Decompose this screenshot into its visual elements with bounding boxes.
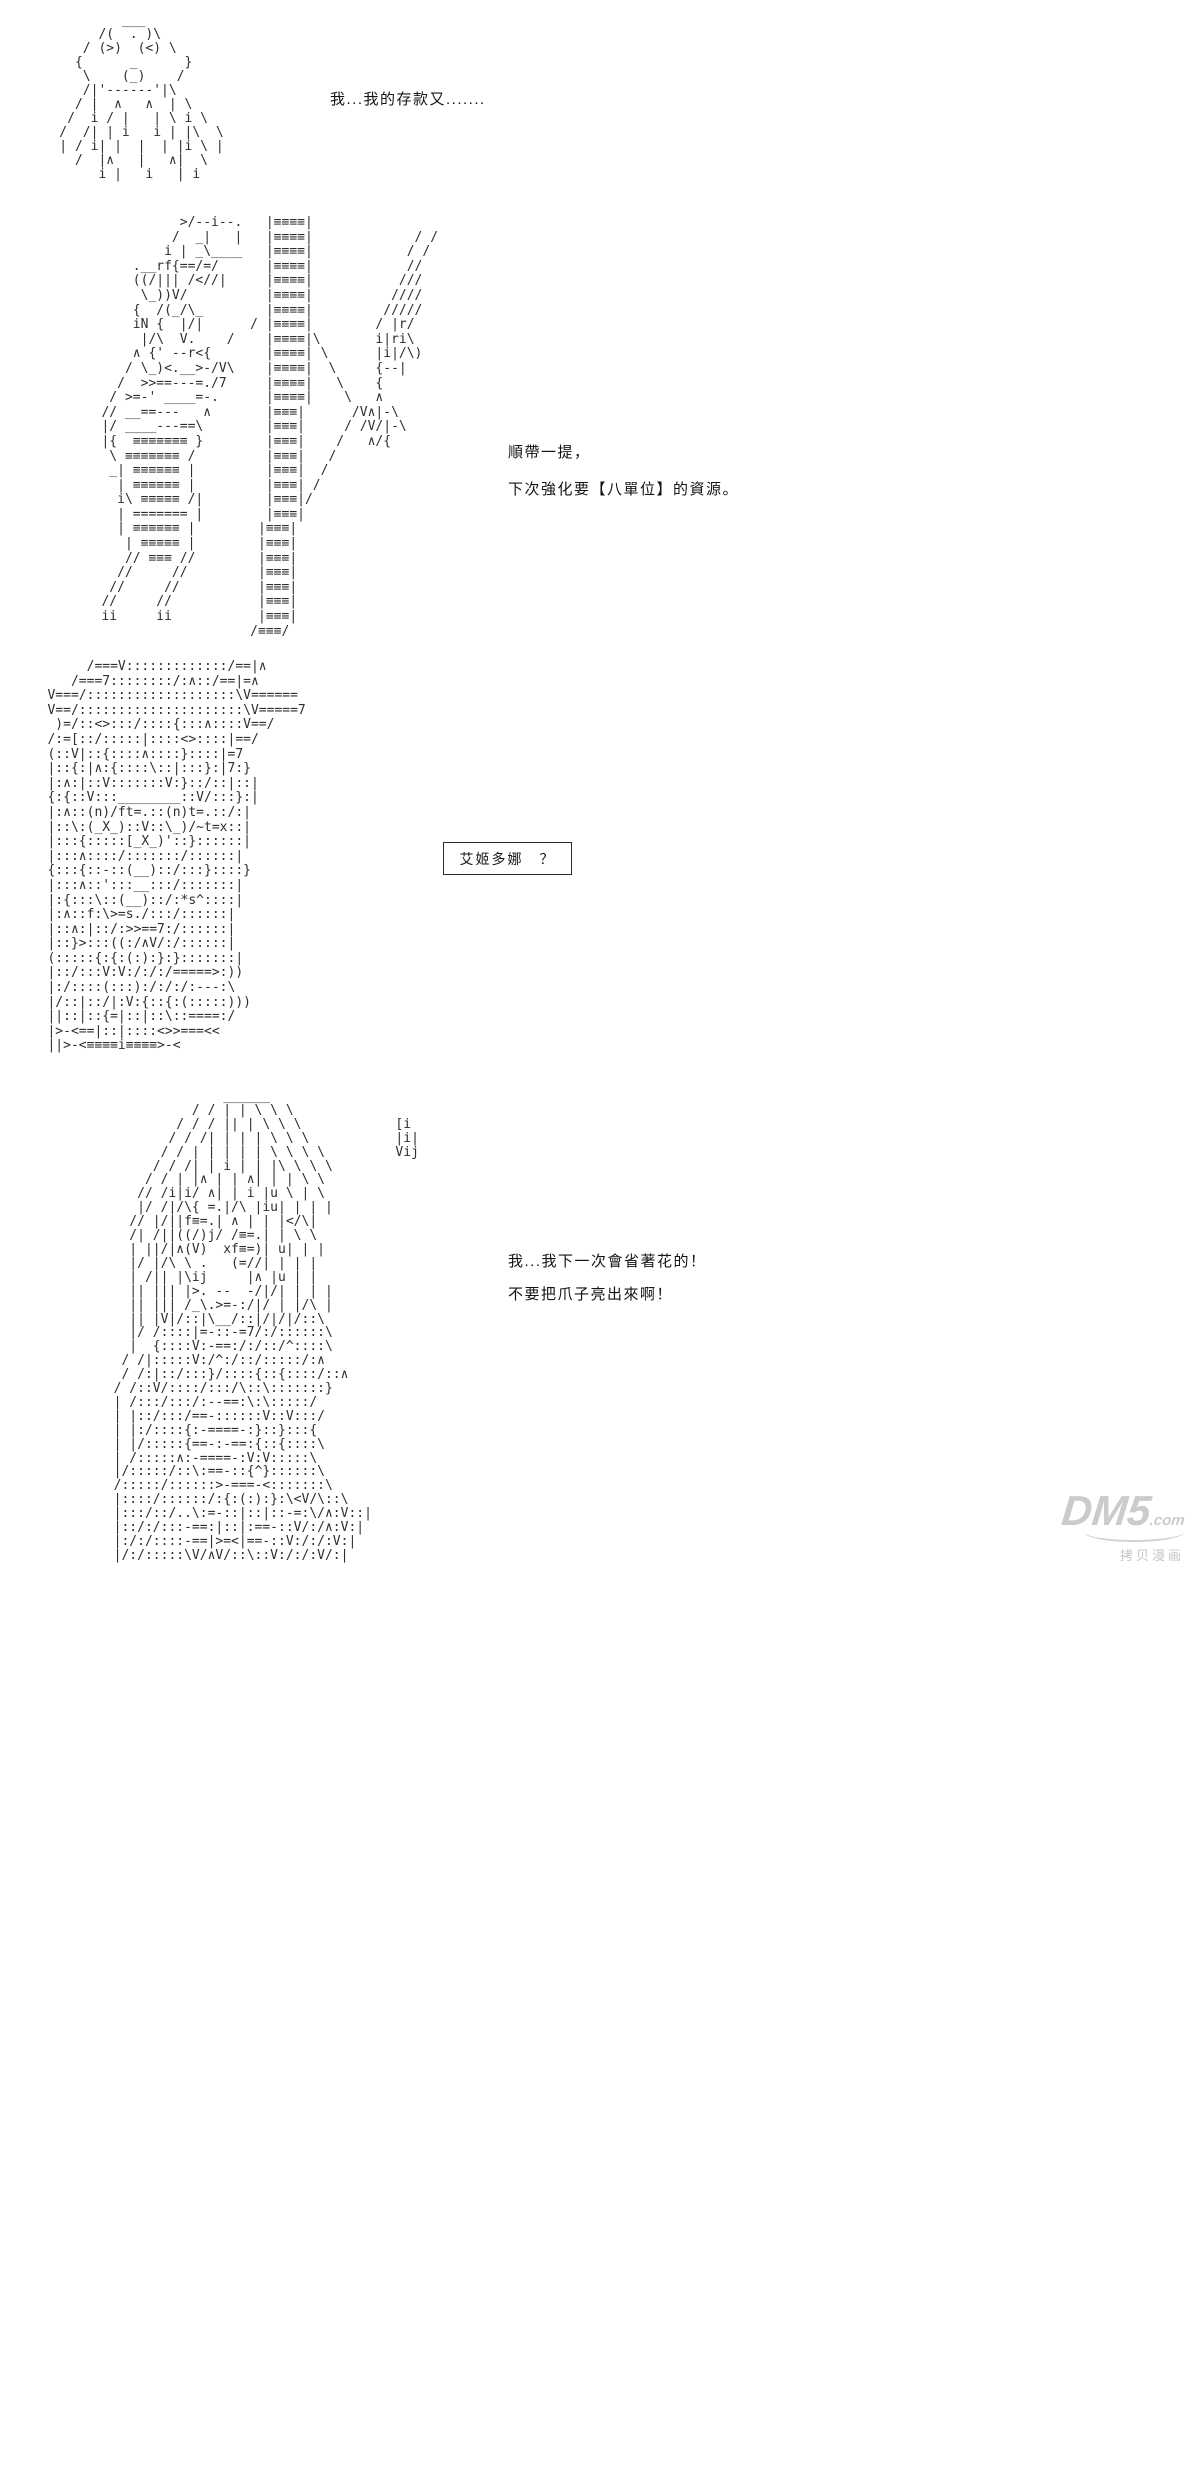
speech-box-text: 艾姬多娜 ？ <box>459 850 556 867</box>
watermark-swoosh <box>1084 1532 1184 1542</box>
ascii-art-panel-4: ______ / / | | \ \ \ / / / || | \ \ \ [i… <box>113 1089 419 1563</box>
dm5-logo: DM5.com <box>1059 1487 1188 1534</box>
dialogue-panel-1: 我...我的存款又....... <box>330 91 486 108</box>
dialogue-panel-2-line-1: 順帶一提， <box>508 444 591 461</box>
dm5-logo-text: DM5 <box>1059 1487 1154 1534</box>
dm5-logo-suffix: .com <box>1148 1512 1186 1529</box>
dm5-watermark: DM5.com 拷贝漫画 <box>1060 1487 1186 1564</box>
dialogue-panel-4-line-1: 我...我下一次會省著花的！ <box>508 1253 707 1270</box>
dialogue-panel-2-line-2: 下次強化要【八單位】的資源。 <box>508 481 740 498</box>
watermark-site-name: 拷贝漫画 <box>1119 1548 1184 1563</box>
ascii-art-panel-3: /===V:::::::::::::/==|∧ /===7::::::::/:∧… <box>47 659 306 1054</box>
dialogue-panel-4-line-2: 不要把爪子亮出來啊！ <box>508 1286 674 1303</box>
ascii-art-panel-1: ___ /( . )\ / (>) (<) \ { _ } \ (_) / /|… <box>59 13 224 182</box>
ascii-art-panel-2: >/--i--. |≡≡≡≡| / _| | |≡≡≡≡| / / i | _\… <box>101 215 439 639</box>
speech-box: 艾姬多娜 ？ <box>443 842 572 875</box>
